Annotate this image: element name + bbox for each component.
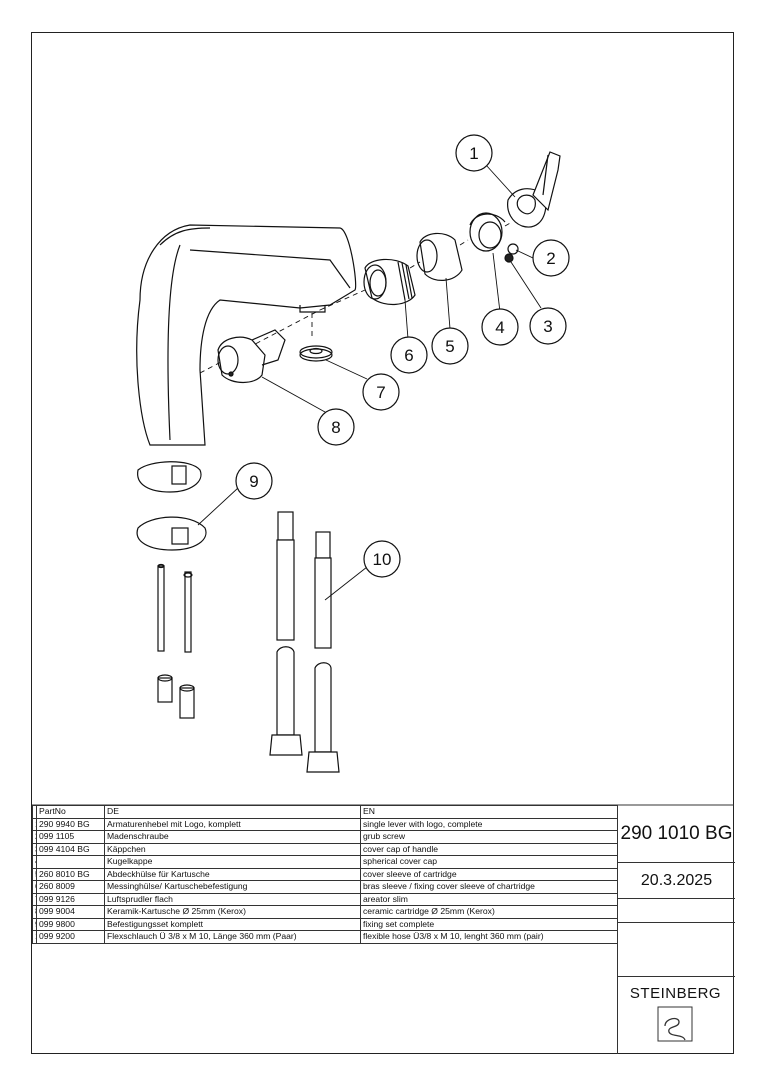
- title-block-empty-cell: [618, 899, 735, 923]
- part-8-cartridge: [217, 329, 286, 384]
- row-pos: 10: [32, 930, 37, 944]
- row-part-no: 099 9800: [36, 917, 105, 931]
- part-9-fixing-set: [136, 461, 207, 719]
- row-pos: 7: [32, 892, 37, 906]
- row-en: spherical cover cap: [360, 855, 618, 869]
- part-10-flexible-hoses: [269, 511, 340, 773]
- row-pos: 9: [32, 917, 37, 931]
- row-part-no: 099 9004: [36, 905, 105, 919]
- row-de: Flexschlauch Ü 3/8 x M 10, Länge 360 mm …: [104, 930, 361, 944]
- row-en: grub screw: [360, 830, 618, 844]
- part-5-cover-sleeve: [416, 232, 463, 281]
- table-row: 8 099 9004 Keramik-Kartusche Ø 25mm (Ker…: [32, 905, 618, 919]
- drawing-sheet-frame: [31, 32, 734, 1054]
- row-part-no: [36, 855, 105, 869]
- row-part-no: 099 9126: [36, 892, 105, 906]
- callout-3: 3: [529, 307, 567, 345]
- title-block-empty-cell: [618, 923, 735, 977]
- row-en: ceramic cartridge Ø 25mm (Kerox): [360, 905, 618, 919]
- table-row: 7 099 9126 Luftsprudler flach areator sl…: [32, 892, 618, 906]
- row-en: single lever with logo, complete: [360, 817, 618, 831]
- part-2-grub-screw: [504, 243, 519, 263]
- table-row: 6 260 8009 Messinghülse/ Kartuschebefest…: [32, 880, 618, 894]
- faucet-body: [136, 224, 357, 446]
- row-en: fixing set complete: [360, 917, 618, 931]
- row-part-no: 260 8010 BG: [36, 867, 105, 881]
- table-row: 4 Kugelkappe spherical cover cap: [32, 855, 618, 869]
- parts-list-table: PartNo DE EN 1 290 9940 BG Armaturenhebe…: [32, 805, 618, 944]
- article-number: 290 1010 BG: [618, 805, 735, 863]
- row-en: bras sleeve / fixing cover sleeve of cha…: [360, 880, 618, 894]
- callout-8: 8: [317, 408, 355, 446]
- header-en: EN: [360, 805, 618, 819]
- row-pos: 4: [32, 855, 37, 869]
- row-part-no: 099 9200: [36, 930, 105, 944]
- row-part-no: 099 1105: [36, 830, 105, 844]
- table-row: 2 099 1105 Madenschraube grub screw: [32, 830, 618, 844]
- row-de: Kugelkappe: [104, 855, 361, 869]
- callout-6: 6: [390, 336, 428, 374]
- row-de: Armaturenhebel mit Logo, komplett: [104, 817, 361, 831]
- row-pos: 2: [32, 830, 37, 844]
- row-pos: 1: [32, 817, 37, 831]
- svg-text:2: 2: [546, 249, 555, 268]
- callout-10: 10: [363, 540, 401, 578]
- row-part-no: 260 8009: [36, 880, 105, 894]
- row-de: Madenschraube: [104, 830, 361, 844]
- header-de: DE: [104, 805, 361, 819]
- row-de: Luftsprudler flach: [104, 892, 361, 906]
- part-4-spherical-cap: [469, 212, 506, 252]
- steinberg-logo-icon: [657, 1006, 693, 1042]
- row-de: Messinghülse/ Kartuschebefestigung: [104, 880, 361, 894]
- svg-text:8: 8: [331, 418, 340, 437]
- title-block: 290 1010 BG 20.3.2025: [617, 805, 735, 1054]
- svg-text:5: 5: [445, 337, 454, 356]
- part-6-brass-sleeve: [363, 258, 416, 305]
- row-de: Abdeckhülse für Kartusche: [104, 867, 361, 881]
- brand-name: STEINBERG: [629, 985, 722, 1002]
- part-1-lever: [507, 151, 561, 228]
- row-de: Befestigungsset komplett: [104, 917, 361, 931]
- callout-7: 7: [362, 373, 400, 411]
- svg-text:1: 1: [469, 144, 478, 163]
- row-de: Keramik-Kartusche Ø 25mm (Kerox): [104, 905, 361, 919]
- svg-text:7: 7: [376, 383, 385, 402]
- callout-leader-lines: [197, 164, 542, 601]
- row-en: flexible hose Ü3/8 x M 10, lenght 360 mm…: [360, 930, 618, 944]
- part-7-aerator: [299, 345, 333, 362]
- row-pos: 3: [32, 842, 37, 856]
- callouts: 1 2 3 4 5 6 7 8: [235, 134, 570, 578]
- row-pos: 5: [32, 867, 37, 881]
- table-row: 5 260 8010 BG Abdeckhülse für Kartusche …: [32, 867, 618, 881]
- callout-1: 1: [455, 134, 493, 172]
- table-row: 1 290 9940 BG Armaturenhebel mit Logo, k…: [32, 817, 618, 831]
- callout-2: 2: [532, 239, 570, 277]
- table-row: 3 099 4104 BG Käppchen cover cap of hand…: [32, 842, 618, 856]
- row-en: areator slim: [360, 892, 618, 906]
- svg-text:4: 4: [495, 318, 504, 337]
- row-en: cover sleeve of cartridge: [360, 867, 618, 881]
- svg-text:10: 10: [373, 550, 392, 569]
- header-part-no: PartNo: [36, 805, 105, 819]
- table-row: 10 099 9200 Flexschlauch Ü 3/8 x M 10, L…: [32, 930, 618, 944]
- row-part-no: 290 9940 BG: [36, 817, 105, 831]
- svg-text:9: 9: [249, 472, 258, 491]
- table-row: 9 099 9800 Befestigungsset komplett fixi…: [32, 917, 618, 931]
- row-pos: 6: [32, 880, 37, 894]
- row-de: Käppchen: [104, 842, 361, 856]
- row-pos: 8: [32, 905, 37, 919]
- callout-5: 5: [431, 327, 469, 365]
- row-en: cover cap of handle: [360, 842, 618, 856]
- svg-text:6: 6: [404, 346, 413, 365]
- row-part-no: 099 4104 BG: [36, 842, 105, 856]
- svg-text:3: 3: [543, 317, 552, 336]
- drawing-date: 20.3.2025: [618, 863, 735, 899]
- callout-4: 4: [481, 308, 519, 346]
- callout-9: 9: [235, 462, 273, 500]
- parts-table-header: PartNo DE EN: [32, 805, 618, 819]
